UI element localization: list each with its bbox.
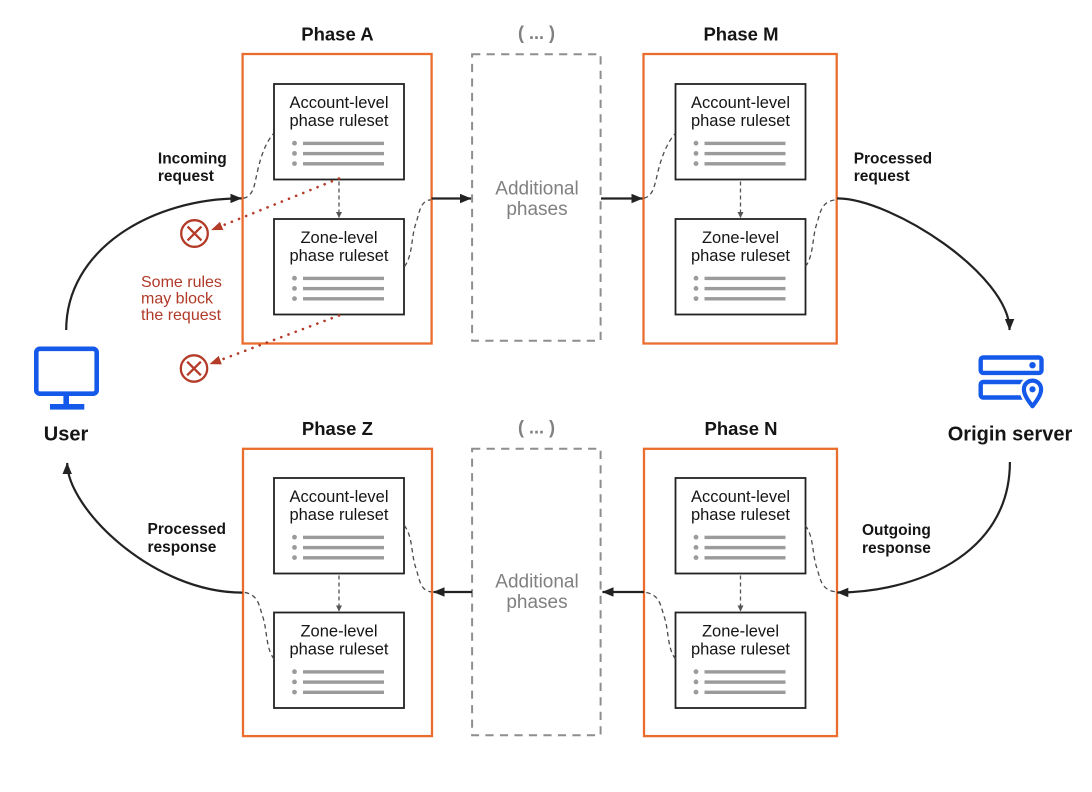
svg-text:( ... ): ( ... ) <box>518 23 555 43</box>
svg-text:Origin server: Origin server <box>948 424 1073 446</box>
svg-text:phase ruleset: phase ruleset <box>691 247 790 265</box>
svg-text:Account-level: Account-level <box>691 488 790 506</box>
svg-text:Zone-level: Zone-level <box>702 229 779 247</box>
svg-text:Phase Z: Phase Z <box>302 418 373 439</box>
svg-text:Processed: Processed <box>854 150 932 167</box>
svg-text:Zone-level: Zone-level <box>702 622 779 640</box>
svg-text:phase ruleset: phase ruleset <box>691 112 790 130</box>
svg-text:Phase N: Phase N <box>704 418 777 439</box>
svg-text:Additional: Additional <box>495 572 578 593</box>
svg-text:Some rules: Some rules <box>141 274 222 291</box>
svg-text:the request: the request <box>141 307 222 324</box>
svg-text:User: User <box>44 424 89 446</box>
svg-text:Account-level: Account-level <box>691 94 790 112</box>
svg-text:Processed: Processed <box>148 521 226 538</box>
svg-text:( ... ): ( ... ) <box>518 418 555 438</box>
svg-text:phases: phases <box>506 199 567 220</box>
svg-text:Phase M: Phase M <box>703 23 778 44</box>
svg-text:Account-level: Account-level <box>289 488 388 506</box>
svg-text:phase ruleset: phase ruleset <box>289 506 388 524</box>
svg-text:Phase A: Phase A <box>301 23 373 44</box>
svg-text:Outgoing: Outgoing <box>862 522 931 539</box>
svg-text:phase ruleset: phase ruleset <box>289 641 388 659</box>
svg-text:response: response <box>862 540 931 557</box>
svg-text:phase ruleset: phase ruleset <box>691 506 790 524</box>
svg-text:Zone-level: Zone-level <box>300 229 377 247</box>
svg-text:phase ruleset: phase ruleset <box>691 641 790 659</box>
svg-text:Zone-level: Zone-level <box>300 622 377 640</box>
svg-text:Additional: Additional <box>495 179 578 200</box>
svg-text:phase ruleset: phase ruleset <box>289 112 388 130</box>
svg-text:phases: phases <box>506 592 567 613</box>
svg-text:request: request <box>854 168 910 185</box>
svg-text:may block: may block <box>141 291 214 308</box>
svg-text:phase ruleset: phase ruleset <box>289 247 388 265</box>
svg-text:Account-level: Account-level <box>289 94 388 112</box>
svg-text:request: request <box>158 168 214 185</box>
svg-text:response: response <box>148 539 217 556</box>
svg-text:Incoming: Incoming <box>158 150 227 167</box>
